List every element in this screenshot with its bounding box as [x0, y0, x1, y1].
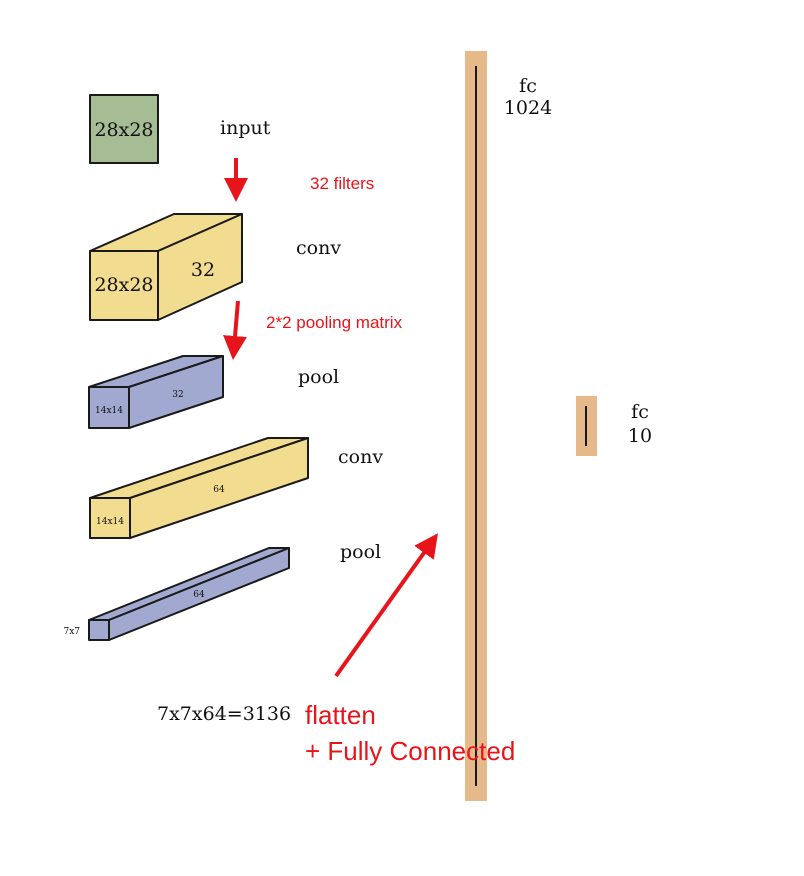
input-square — [89, 94, 159, 164]
fc10-label-line1: fc — [631, 401, 649, 423]
pool1-front-label: 14x14 — [95, 406, 123, 416]
pooling-arrow — [223, 300, 247, 360]
conv2-label: conv — [338, 446, 383, 468]
conv1-label: conv — [296, 237, 341, 259]
conv1-front-face — [89, 250, 159, 321]
conv1-front-label: 28x28 — [94, 274, 153, 296]
conv1-layer: 28x28 32 conv — [89, 213, 341, 321]
fc10-label-line2: 10 — [628, 425, 652, 447]
flatten-annotation-line2: + Fully Connected — [305, 736, 515, 766]
pool2-front-face — [88, 619, 110, 641]
pool1-label: pool — [298, 366, 339, 388]
pooling-annotation: 2*2 pooling matrix — [266, 313, 403, 332]
pool1-side-label: 32 — [172, 390, 183, 400]
fc1024-label-line2: 1024 — [504, 97, 552, 119]
conv2-layer: 14x14 64 conv — [89, 437, 383, 539]
conv2-front-face — [89, 497, 131, 539]
fc1024-label-line1: fc — [519, 75, 537, 97]
pool2-label: pool — [340, 541, 381, 563]
flatten-annotation-line1: flatten — [305, 700, 376, 730]
pool2-layer: 7x7 64 pool — [63, 541, 381, 641]
pool2-top-face — [88, 547, 290, 621]
input-size-label: 28x28 — [94, 119, 153, 141]
flatten-calculation: 7x7x64=3136 — [157, 703, 291, 725]
filters-annotation: 32 filters — [310, 174, 374, 193]
input-label: input — [220, 117, 271, 139]
pool1-front-face — [88, 386, 130, 429]
pool2-front-label: 7x7 — [63, 627, 80, 637]
fc10-layer: fc 10 — [576, 396, 652, 456]
fc1024-layer: fc 1024 — [465, 51, 552, 801]
conv2-front-label: 14x14 — [96, 517, 124, 527]
pool2-side-label: 64 — [193, 590, 205, 600]
flatten-arrow — [334, 533, 438, 678]
conv2-side-label: 64 — [213, 485, 225, 495]
input-layer: 28x28 input — [89, 94, 271, 164]
pool1-layer: 14x14 32 pool — [88, 355, 339, 429]
conv1-side-label: 32 — [191, 259, 215, 281]
